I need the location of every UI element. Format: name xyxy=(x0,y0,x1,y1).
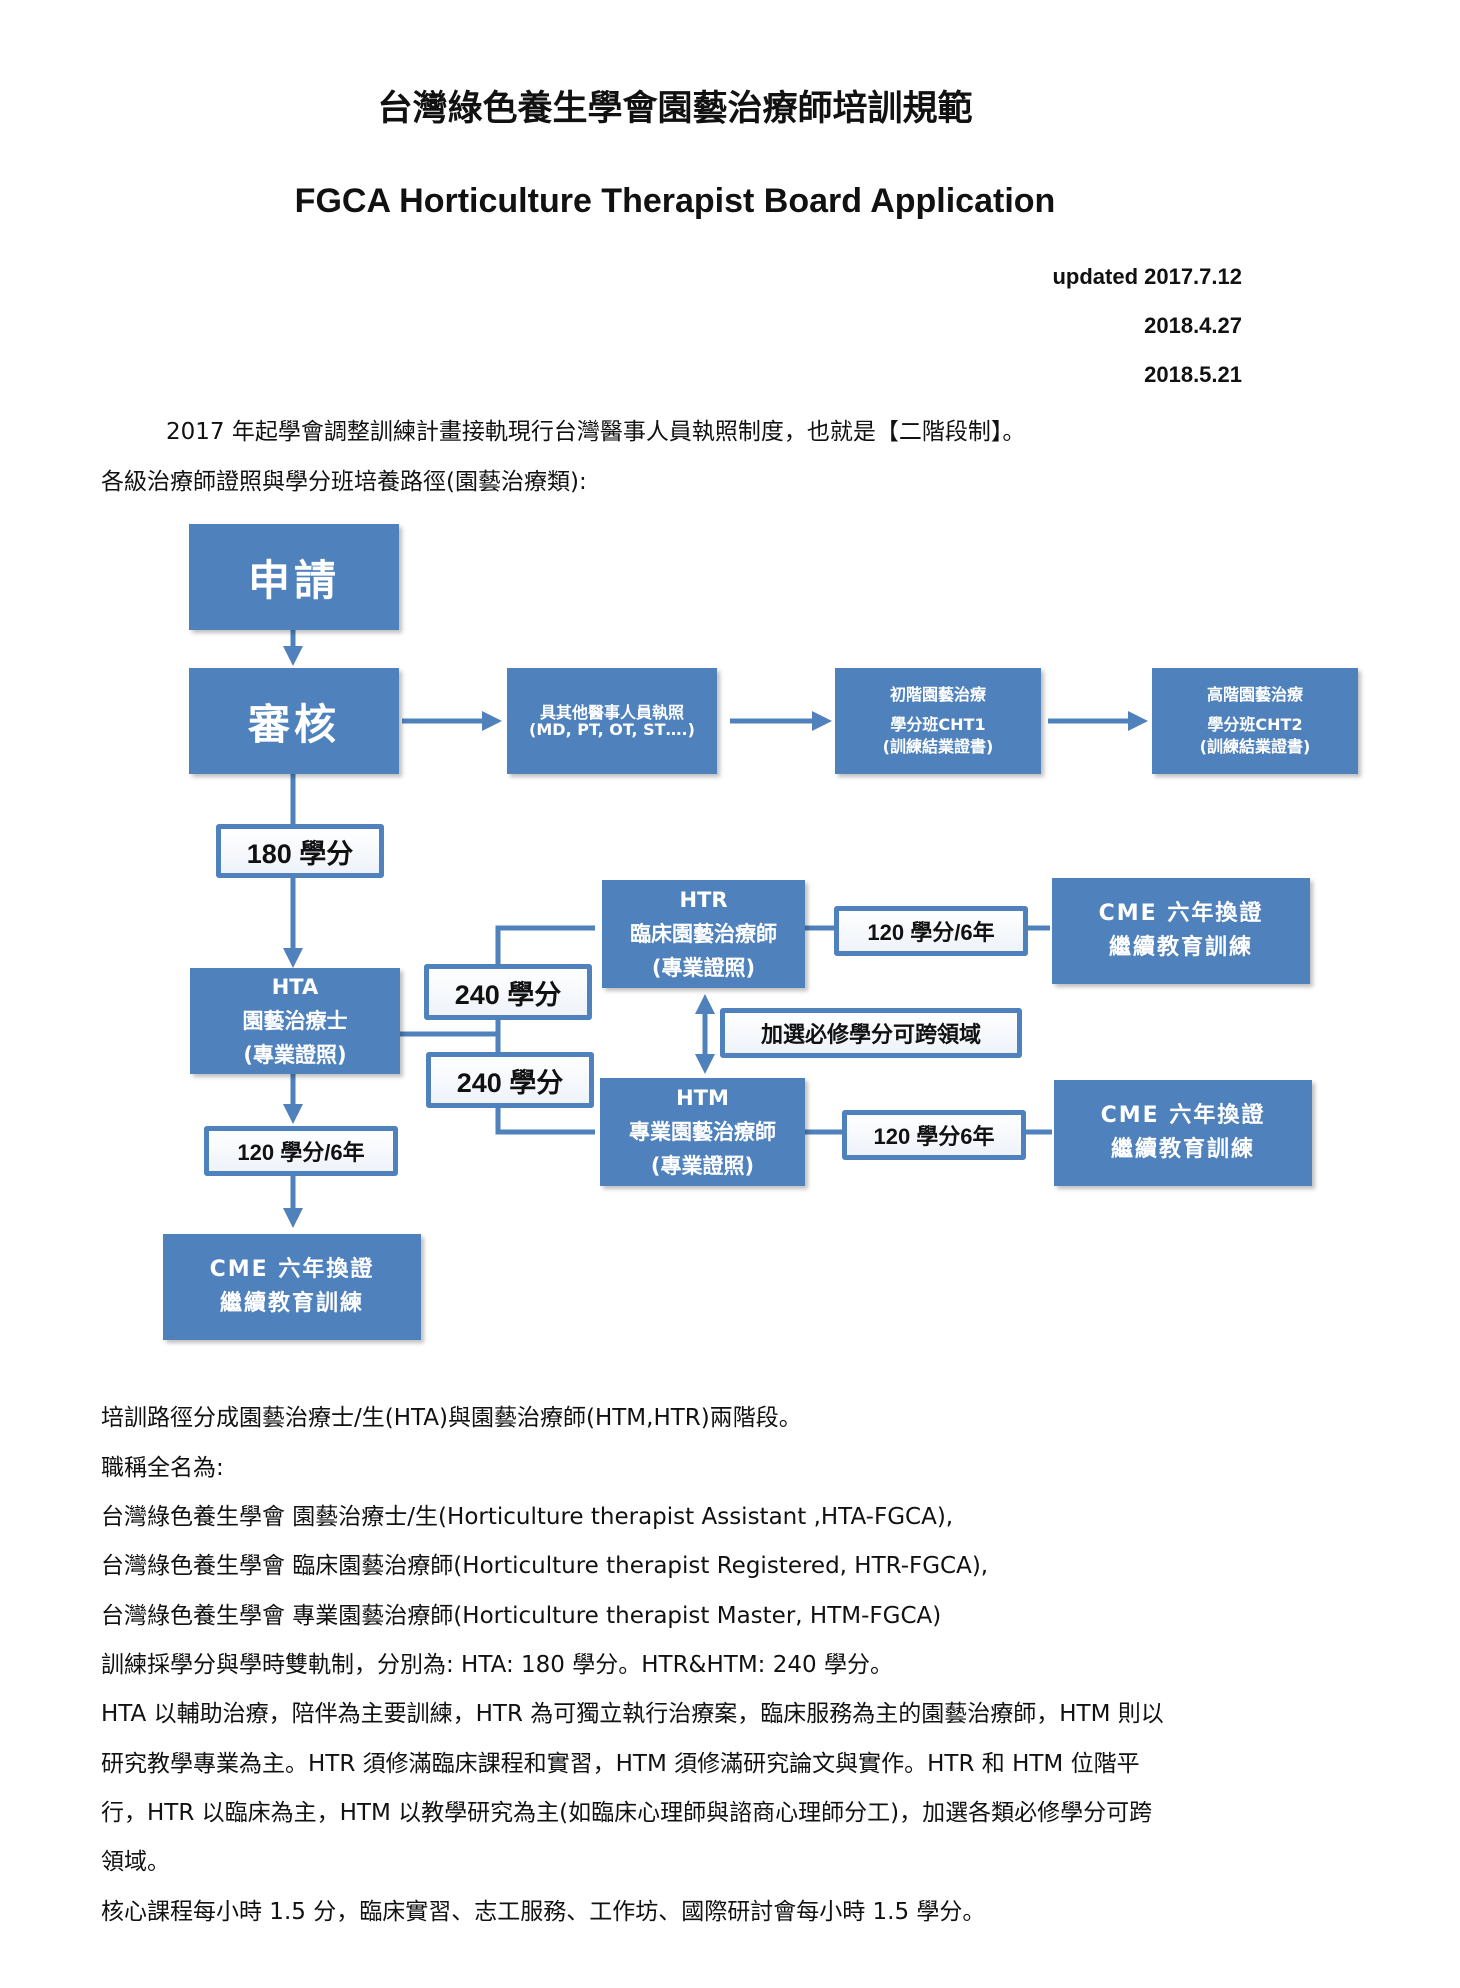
cme-hta-box: CME 六年換證 繼續教育訓練 xyxy=(163,1234,421,1340)
htm-line-1: HTM xyxy=(676,1086,729,1110)
license-other-line-1: 具其他醫事人員執照 xyxy=(539,703,684,722)
htr-line-2: 臨床園藝治療師 xyxy=(630,922,777,946)
elective-cross-domain-label: 加選必修學分可跨領域 xyxy=(720,1008,1022,1058)
htr-line-1: HTR xyxy=(679,888,728,912)
update-date-1: updated 2017.7.12 xyxy=(1052,264,1242,289)
cht1-box: 初階園藝治療 學分班CHT1 (訓練結業證書) xyxy=(835,668,1041,774)
update-date-2: 2018.4.27 xyxy=(1144,313,1242,338)
credit-htr-cme-label: 120 學分/6年 xyxy=(834,906,1028,956)
hta-box: HTA 園藝治療士 (專業證照) xyxy=(190,968,400,1074)
cme-htr-box: CME 六年換證 繼續教育訓練 xyxy=(1052,878,1310,984)
body-line-9: 行，HTR 以臨床為主，HTM 以教學研究為主(如臨床心理師與諮商心理師分工)，… xyxy=(101,1800,1153,1826)
body-line-10: 領域。 xyxy=(101,1849,170,1875)
body-line-7: HTA 以輔助治療，陪伴為主要訓練，HTR 為可獨立執行治療案，臨床服務為主的園… xyxy=(101,1701,1164,1727)
hta-line-1: HTA xyxy=(271,975,319,999)
intro-line-1: 2017 年起學會調整訓練計畫接軌現行台灣醫事人員執照制度，也就是【二階段制】。 xyxy=(166,419,1026,445)
cht2-box: 高階園藝治療 學分班CHT2 (訓練結業證書) xyxy=(1152,668,1358,774)
hta-line-3: (專業證照) xyxy=(243,1043,347,1067)
body-line-4: 台灣綠色養生學會 臨床園藝治療師(Horticulture therapist … xyxy=(101,1553,989,1579)
cme-htm-line-2: 繼續教育訓練 xyxy=(1110,1137,1255,1162)
hta-line-2: 園藝治療士 xyxy=(242,1009,348,1033)
apply-box: 申請 xyxy=(189,524,399,630)
body-line-1: 培訓路徑分成園藝治療士/生(HTA)與園藝治療師(HTM,HTR)兩階段。 xyxy=(101,1405,802,1431)
htr-line-3: (專業證照) xyxy=(651,956,756,980)
body-line-5: 台灣綠色養生學會 專業園藝治療師(Horticulture therapist … xyxy=(101,1603,942,1629)
credit-180-label: 180 學分 xyxy=(216,824,384,878)
htm-line-3: (專業證照) xyxy=(650,1154,755,1178)
cht2-line-1: 高階園藝治療 xyxy=(1206,685,1303,704)
credit-240-htm-label: 240 學分 xyxy=(426,1052,594,1108)
cht1-line-3: (訓練結業證書) xyxy=(882,737,994,756)
intro-line-2: 各級治療師證照與學分班培養路徑(園藝治療類): xyxy=(101,469,587,495)
body-line-8: 研究教學專業為主。HTR 須修滿臨床課程和實習，HTM 須修滿研究論文與實作。H… xyxy=(101,1751,1140,1777)
htm-line-2: 專業園藝治療師 xyxy=(629,1120,776,1144)
cht2-line-2: 學分班CHT2 xyxy=(1207,715,1303,734)
cme-htr-line-2: 繼續教育訓練 xyxy=(1108,935,1253,960)
body-line-2: 職稱全名為: xyxy=(101,1455,224,1481)
cme-htm-box: CME 六年換證 繼續教育訓練 xyxy=(1054,1080,1312,1186)
body-line-3: 台灣綠色養生學會 園藝治療士/生(Horticulture therapist … xyxy=(101,1504,954,1530)
cme-hta-line-2: 繼續教育訓練 xyxy=(219,1291,364,1316)
cht1-line-1: 初階園藝治療 xyxy=(889,685,986,704)
update-date-3: 2018.5.21 xyxy=(1144,362,1242,387)
body-line-11: 核心課程每小時 1.5 分，臨床實習、志工服務、工作坊、國際研討會每小時 1.5… xyxy=(101,1899,986,1925)
body-line-6: 訓練採學分與學時雙軌制，分別為: HTA: 180 學分。HTR&HTM: 24… xyxy=(101,1652,893,1678)
license-other-box: 具其他醫事人員執照 (MD, PT, OT, ST….) xyxy=(507,668,717,774)
cht1-line-2: 學分班CHT1 xyxy=(890,715,986,734)
license-other-line-2: (MD, PT, OT, ST….) xyxy=(529,720,695,739)
cht2-line-3: (訓練結業證書) xyxy=(1199,737,1311,756)
document-title-en: FGCA Horticulture Therapist Board Applic… xyxy=(294,182,1056,220)
htr-box: HTR 臨床園藝治療師 (專業證照) xyxy=(602,880,805,988)
credit-hta-cme-label: 120 學分/6年 xyxy=(204,1126,398,1176)
cme-hta-line-1: CME 六年換證 xyxy=(209,1257,375,1282)
document-title-zh: 台灣綠色養生學會園藝治療師培訓規範 xyxy=(377,89,973,129)
cme-htr-line-1: CME 六年換證 xyxy=(1098,901,1264,926)
review-box: 審核 xyxy=(189,668,399,774)
htm-box: HTM 專業園藝治療師 (專業證照) xyxy=(600,1078,805,1186)
cme-htm-line-1: CME 六年換證 xyxy=(1100,1103,1266,1128)
credit-240-htr-label: 240 學分 xyxy=(424,964,592,1020)
credit-htm-cme-label: 120 學分6年 xyxy=(842,1110,1026,1160)
